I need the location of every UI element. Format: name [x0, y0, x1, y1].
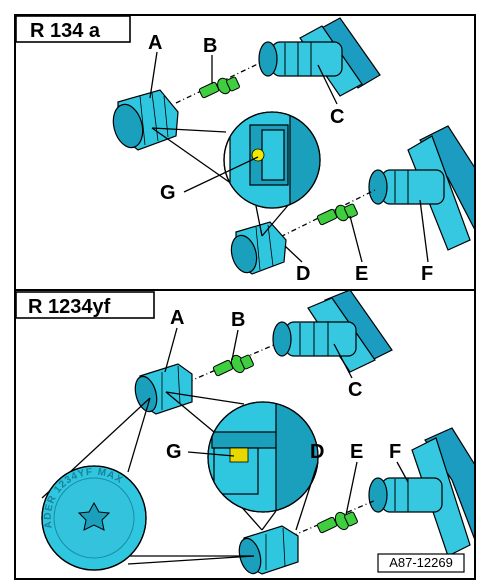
- label-a-top: A: [148, 32, 162, 54]
- fitting-f-bottom: [368, 477, 443, 513]
- detail-circle-g-bottom: [207, 401, 319, 513]
- valve-e: [316, 203, 358, 226]
- cap-face-detail: ADER 1234YF MAX: [41, 465, 147, 571]
- label-d-bottom: D: [310, 441, 324, 463]
- label-b-bottom: B: [231, 309, 245, 331]
- valve-b: [198, 76, 240, 99]
- fitting-f: [368, 169, 445, 205]
- label-c-top: C: [330, 106, 344, 128]
- label-g-bottom: G: [166, 441, 182, 463]
- label-f-top: F: [421, 263, 433, 285]
- label-box-r1234yf: [15, 291, 155, 319]
- marker-g-bottom: [229, 447, 249, 463]
- label-e-bottom: E: [350, 441, 363, 463]
- label-d-top: D: [296, 263, 310, 285]
- panel-title-r1234yf: R 1234yf: [28, 296, 111, 318]
- label-c-bottom: C: [348, 379, 362, 401]
- cap-d: [230, 221, 287, 275]
- figure-reference: A87-12269: [389, 555, 453, 570]
- figure-reference-box: [377, 553, 465, 573]
- label-f-bottom: F: [389, 441, 401, 463]
- label-a-bottom: A: [170, 307, 184, 329]
- cap-a-bottom: [134, 363, 193, 415]
- label-e-top: E: [355, 263, 368, 285]
- panel-title-r134a: R 134 a: [30, 20, 101, 42]
- detail-circle-g-top: [223, 111, 321, 209]
- panel-r134a: [112, 17, 474, 275]
- valve-b-bottom: [212, 354, 254, 377]
- label-g-top: G: [160, 182, 176, 204]
- valve-e-bottom: [316, 511, 358, 534]
- fitting-c: [258, 41, 343, 77]
- label-box-r134a: [15, 15, 131, 43]
- star-recess-icon: [77, 501, 111, 531]
- label-b-top: B: [203, 35, 217, 57]
- fitting-c-bottom: [272, 321, 357, 357]
